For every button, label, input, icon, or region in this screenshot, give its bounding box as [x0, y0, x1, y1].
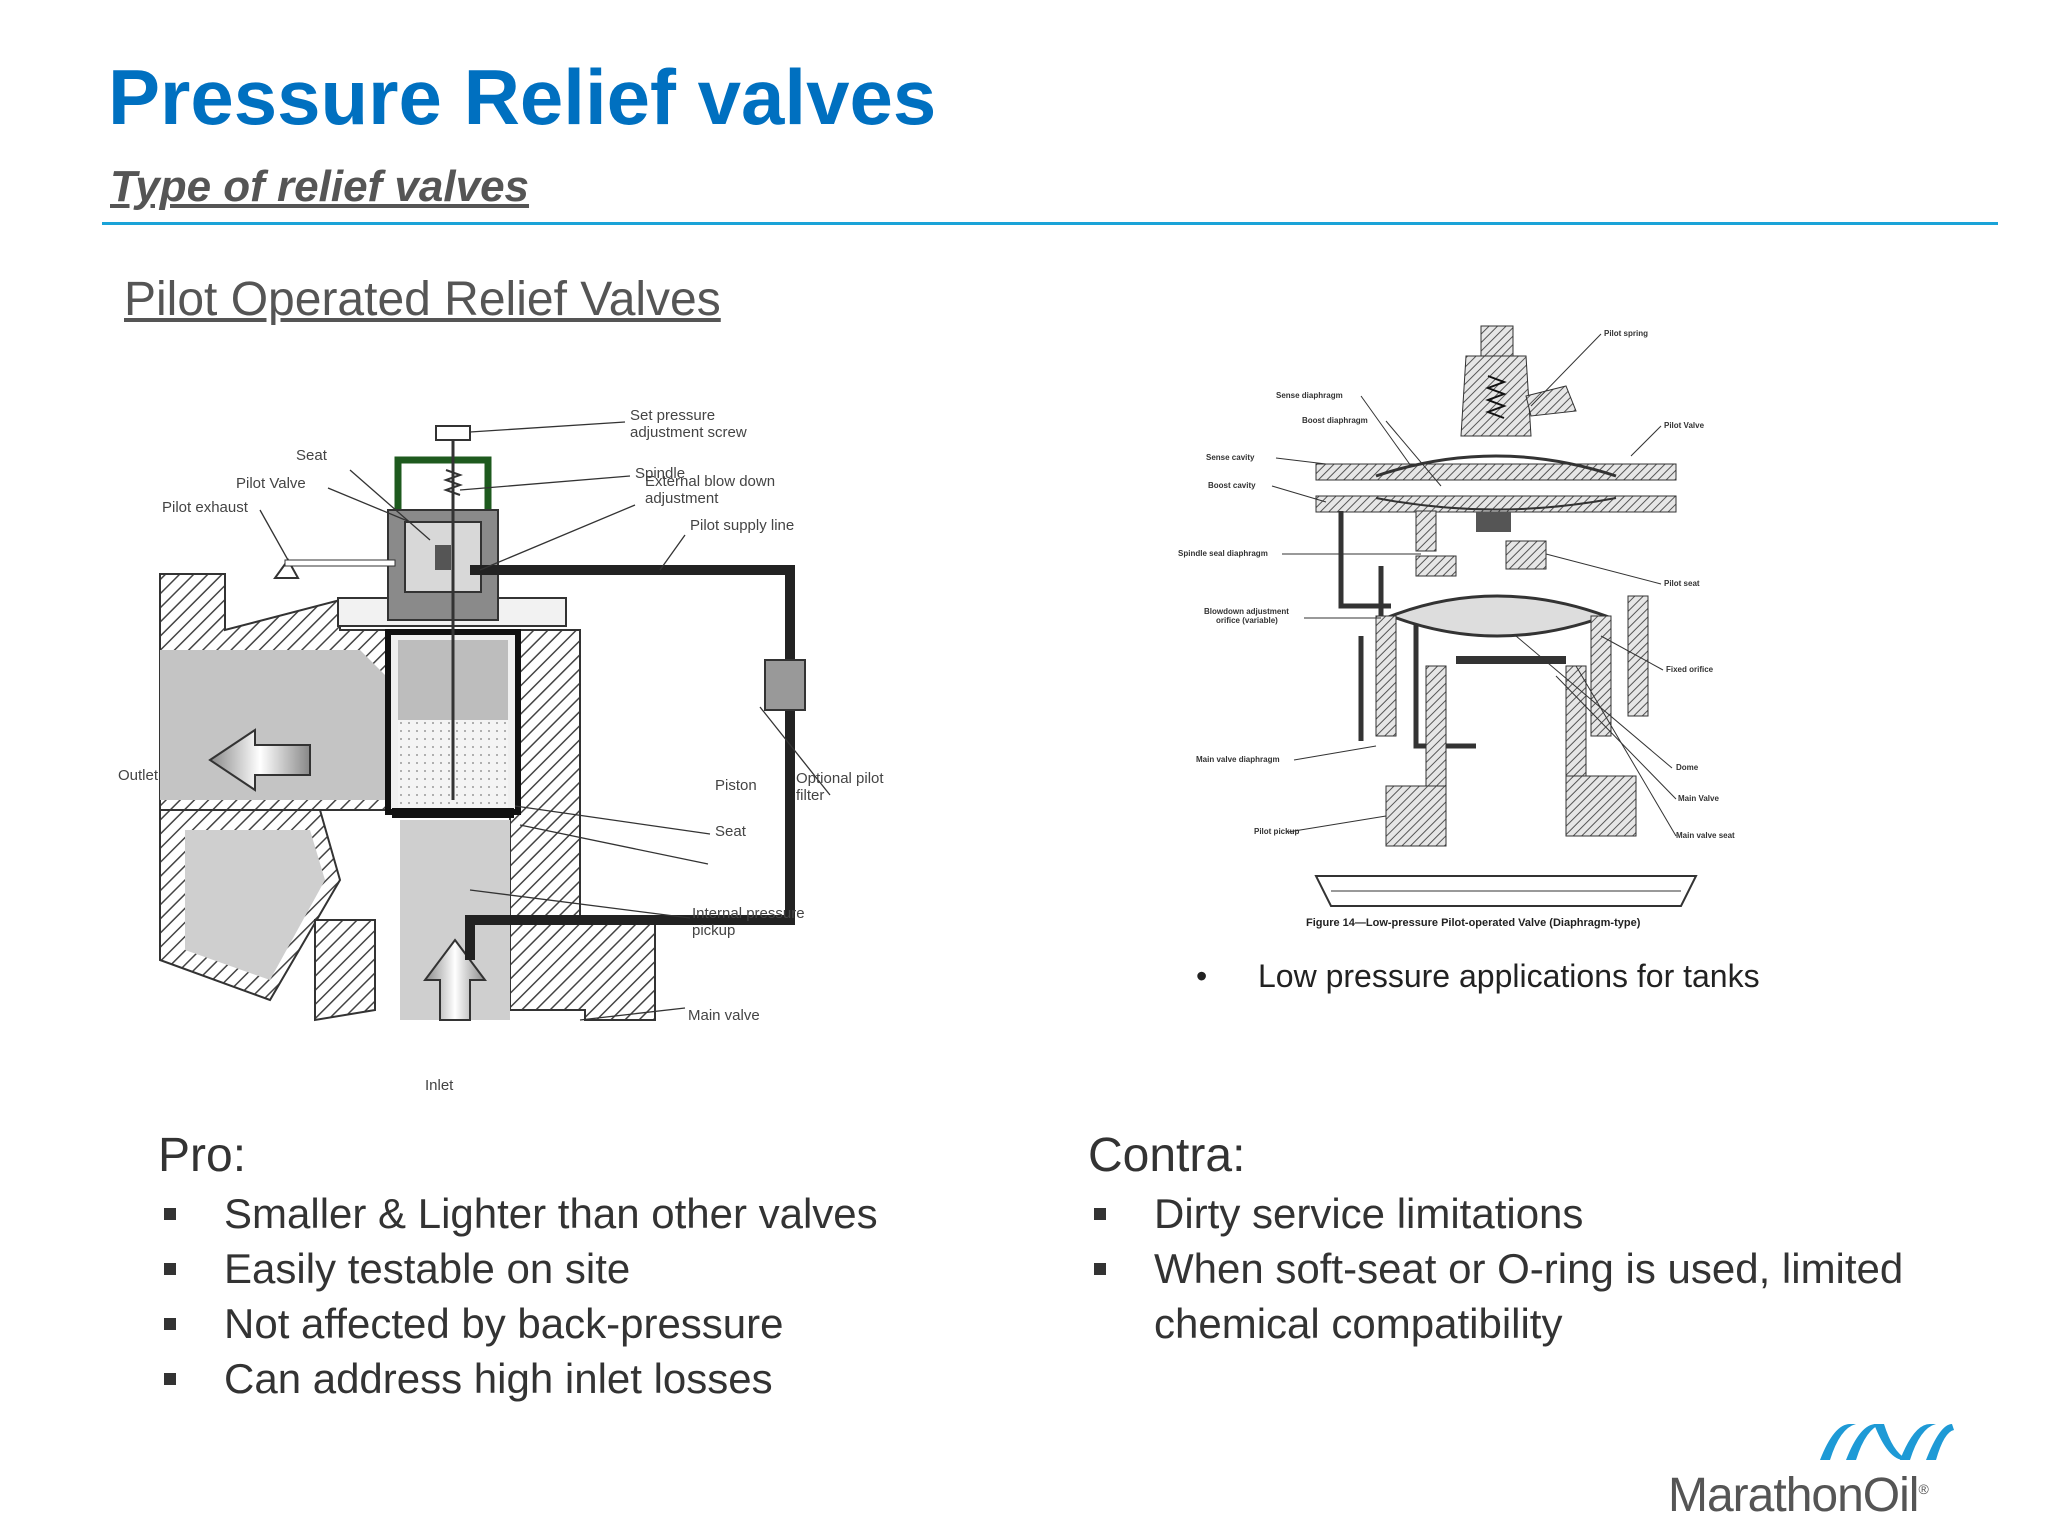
contra-item-text: When soft-seat or O-ring is used, limite… [1154, 1245, 1904, 1347]
label-pilot-supply-line: Pilot supply line [690, 517, 794, 534]
contra-item-text: Dirty service limitations [1154, 1190, 1584, 1237]
pro-list: Smaller & Lighter than other valves Easi… [158, 1186, 1018, 1406]
label-set-pressure-line1: Set pressure [630, 407, 715, 424]
square-bullet-icon [164, 1373, 176, 1385]
label-pilot-seat: Pilot seat [1664, 579, 1700, 588]
label-optional-pilot-filter-line1: Optional pilot [796, 770, 884, 787]
pro-item-text: Smaller & Lighter than other valves [224, 1190, 878, 1237]
label-outlet: Outlet [118, 767, 159, 784]
label-boost-diaphragm: Boost diaphragm [1302, 416, 1368, 425]
square-bullet-icon [164, 1263, 176, 1275]
page-subtitle: Type of relief valves [110, 162, 530, 211]
label-boost-cavity: Boost cavity [1208, 481, 1256, 490]
list-item: Can address high inlet losses [158, 1351, 1018, 1406]
label-piston: Piston [715, 777, 757, 794]
square-bullet-icon [164, 1318, 176, 1330]
contra-title: Contra: [1088, 1129, 1246, 1182]
label-optional-pilot-filter-line2: filter [796, 787, 824, 804]
label-main-valve-seat: Main valve seat [1676, 831, 1735, 840]
label-external-blow-down-line1: External blow down [645, 473, 775, 490]
low-pressure-pilot-valve-diagram: Pilot spring Sense diaphragm Boost diaph… [1178, 325, 1735, 929]
right-bullet-text: Low pressure applications for tanks [1258, 958, 1760, 994]
logo-waves-icon [1820, 1424, 1954, 1460]
marathon-oil-logo: MarathonOil® [1668, 1420, 2008, 1523]
label-main-valve-right: Main Valve [1678, 794, 1719, 803]
section-heading: Pilot Operated Relief Valves [124, 273, 721, 326]
label-spindle: Spindle [635, 465, 685, 482]
label-spindle-seal-diaphragm: Spindle seal diaphragm [1178, 549, 1268, 558]
label-seat-bottom: Seat [715, 823, 747, 840]
list-item: Smaller & Lighter than other valves [158, 1186, 1018, 1241]
label-external-blow-down-line2: adjustment [645, 490, 719, 507]
label-main-valve: Main valve [688, 1007, 760, 1024]
figure-caption: Figure 14—Low-pressure Pilot-operated Va… [1306, 917, 1641, 929]
label-inlet: Inlet [425, 1077, 454, 1094]
list-item: Easily testable on site [158, 1241, 1018, 1296]
label-pilot-spring: Pilot spring [1604, 329, 1648, 338]
label-blowdown-adjustment-line2: orifice (variable) [1216, 616, 1278, 625]
label-fixed-orifice: Fixed orifice [1666, 665, 1714, 674]
square-bullet-icon [164, 1208, 176, 1220]
logo-wordmark: MarathonOil® [1668, 1468, 1929, 1523]
label-internal-pressure-pickup-line1: Internal pressure [692, 905, 805, 922]
contra-list: Dirty service limitations When soft-seat… [1088, 1186, 1998, 1351]
label-pilot-valve-right: Pilot Valve [1664, 421, 1705, 430]
label-internal-pressure-pickup-line2: pickup [692, 922, 735, 939]
logo-text: MarathonOil [1668, 1469, 1919, 1522]
label-pilot-pickup: Pilot pickup [1254, 827, 1299, 836]
label-pilot-valve: Pilot Valve [236, 475, 306, 492]
bullet-marker: • [1196, 958, 1208, 994]
label-pilot-exhaust: Pilot exhaust [162, 499, 249, 516]
header-divider [102, 222, 1998, 225]
label-main-valve-diaphragm: Main valve diaphragm [1196, 755, 1280, 764]
page-title: Pressure Relief valves [108, 53, 937, 141]
right-bullet: • Low pressure applications for tanks [1196, 958, 1760, 995]
pro-item-text: Easily testable on site [224, 1245, 631, 1292]
square-bullet-icon [1094, 1263, 1106, 1275]
label-dome: Dome [1676, 763, 1699, 772]
label-blowdown-adjustment-line1: Blowdown adjustment [1204, 607, 1289, 616]
label-set-pressure-line2: adjustment screw [630, 424, 747, 441]
list-item: When soft-seat or O-ring is used, limite… [1088, 1241, 1998, 1351]
label-sense-cavity: Sense cavity [1206, 453, 1255, 462]
label-sense-diaphragm: Sense diaphragm [1276, 391, 1343, 400]
list-item: Dirty service limitations [1088, 1186, 1998, 1241]
pro-item-text: Can address high inlet losses [224, 1355, 773, 1402]
pro-item-text: Not affected by back-pressure [224, 1300, 784, 1347]
pro-title: Pro: [158, 1129, 247, 1182]
label-seat-top: Seat [296, 447, 328, 464]
square-bullet-icon [1094, 1208, 1106, 1220]
registered-mark: ® [1918, 1481, 1928, 1497]
list-item: Not affected by back-pressure [158, 1296, 1018, 1351]
